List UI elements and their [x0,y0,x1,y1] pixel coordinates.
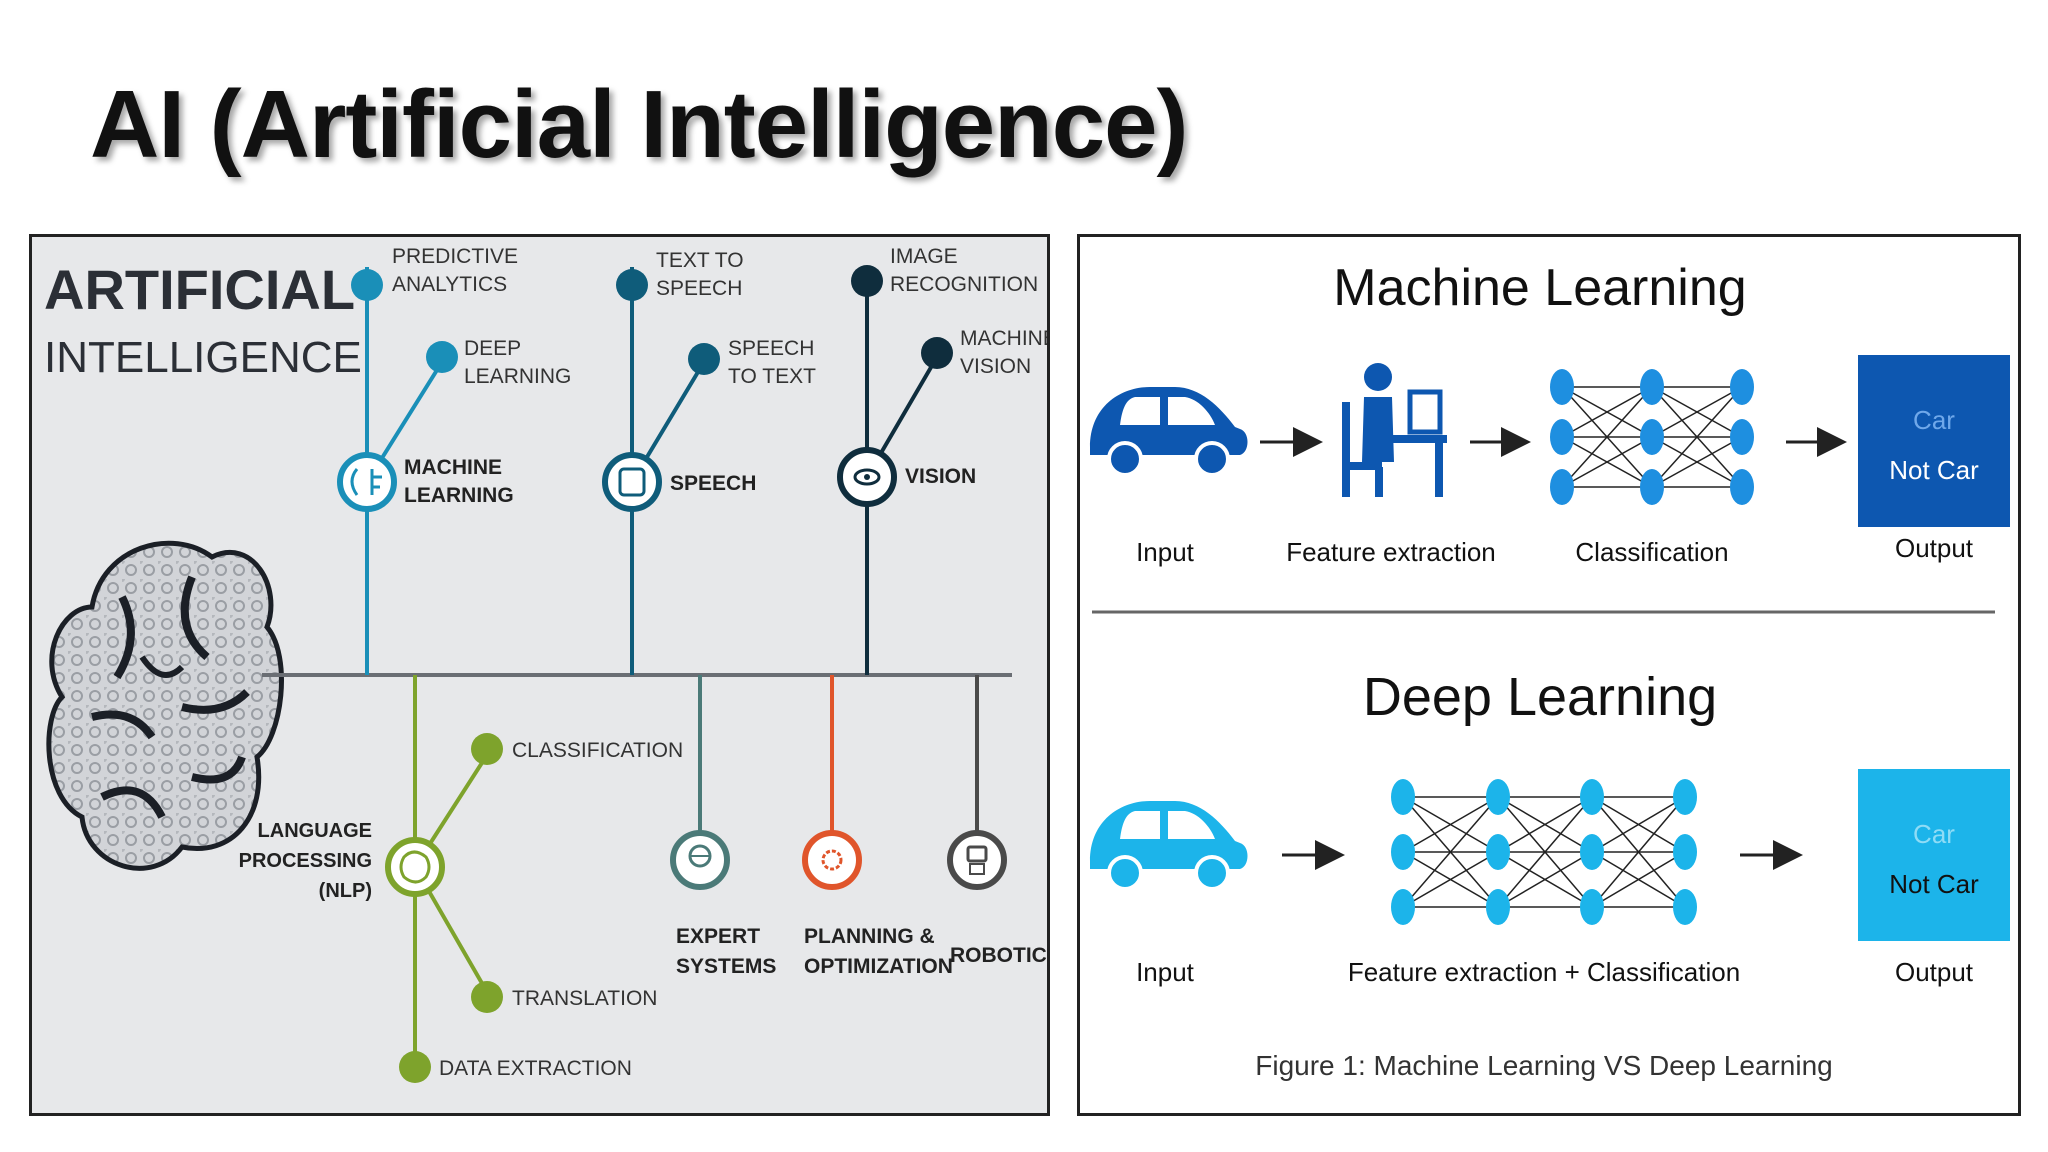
leaf-node [471,733,503,765]
dl-output-label: Output [1895,957,1974,987]
dl-output-car: Car [1913,819,1955,849]
ml-feature-label: Feature extraction [1286,537,1496,567]
speech-icon [602,452,662,512]
ml-output-car: Car [1913,405,1955,435]
branch-label: EXPERT [676,925,760,948]
leaf-node [426,341,458,373]
branch-label: ROBOTICS [950,944,1047,967]
branch-label: (NLP) [319,880,372,902]
ml-output-box [1858,355,2010,527]
leaf-label: TO TEXT [728,365,816,388]
branch-planning: PLANNING & OPTIMIZATION [802,675,953,978]
leaf-label: TRANSLATION [512,987,657,1010]
branch-label: VISION [905,465,976,488]
ai-heading-line2: INTELLIGENCE [44,333,362,382]
dl-output-not-car: Not Car [1889,869,1979,899]
branch-robotics: ROBOTICS [947,675,1047,967]
brain-icon [46,540,284,871]
leaf-label: SPEECH [656,277,742,300]
ml-input-label: Input [1136,537,1195,567]
car-icon [1090,801,1248,891]
dl-input-label: Input [1136,957,1195,987]
branch-machine-learning: PREDICTIVE ANALYTICS DEEP LEARNING MACHI… [337,245,571,675]
leaf-node [616,269,648,301]
dl-neural-network-icon [1391,779,1697,925]
branch-label: LANGUAGE [258,820,372,842]
leaf-label: IMAGE [890,245,958,268]
branch-label: OPTIMIZATION [804,955,953,978]
branch-label: MACHINE [404,456,502,479]
ai-heading-line1: ARTIFICIAL [44,258,355,321]
ai-mindmap-panel: ARTIFICIAL INTELLIGENCE PREDICTIVE ANALY… [29,234,1050,1116]
ml-output-not-car: Not Car [1889,455,1979,485]
car-icon [1090,387,1248,477]
leaf-node [351,269,383,301]
leaf-node [921,337,953,369]
branch-label: PROCESSING [239,850,372,872]
leaf-node [851,265,883,297]
leaf-label: DATA EXTRACTION [439,1057,632,1080]
branch-expert-systems: EXPERT SYSTEMS [670,675,776,978]
branch-speech: TEXT TO SPEECH SPEECH TO TEXT SPEECH [602,249,816,675]
leaf-node [688,343,720,375]
ai-mindmap-diagram: ARTIFICIAL INTELLIGENCE PREDICTIVE ANALY… [44,245,1047,1083]
ml-vs-dl-diagram: Machine Learning Input Feature extractio… [1090,259,2010,1081]
leaf-label: SPEECH [728,337,814,360]
leaf-label: RECOGNITION [890,273,1038,296]
planning-gear-icon [802,830,862,890]
leaf-label: VISION [960,355,1031,378]
ml-output-label: Output [1895,533,1974,563]
ml-neural-network-icon [1550,369,1754,505]
dl-title: Deep Learning [1363,667,1717,727]
branch-label: SYSTEMS [676,955,776,978]
branch-vision: IMAGE RECOGNITION MACHINE VISION VISION [837,245,1047,675]
nlp-brain-icon [385,837,445,897]
leaf-label: ANALYTICS [392,273,507,296]
branch-nlp: CLASSIFICATION TRANSLATION DATA EXTRACTI… [239,675,683,1083]
person-at-computer-icon [1342,363,1447,497]
slide-title: AI (Artificial Intelligence) [90,71,1189,178]
branch-label: LEARNING [404,484,514,507]
leaf-node [399,1051,431,1083]
machine-learning-icon [337,452,397,512]
leaf-label: TEXT TO [656,249,744,272]
dl-output-box [1858,769,2010,941]
leaf-node [471,981,503,1013]
leaf-label: PREDICTIVE [392,245,518,268]
ml-title: Machine Learning [1333,259,1746,317]
ml-classification-label: Classification [1575,537,1728,567]
leaf-label: MACHINE [960,327,1047,350]
leaf-label: CLASSIFICATION [512,739,683,762]
dl-feature-classification-label: Feature extraction + Classification [1348,957,1740,987]
ml-vs-dl-panel: Machine Learning Input Feature extractio… [1077,234,2021,1116]
branch-label: PLANNING & [804,925,935,948]
leaf-label: DEEP [464,337,521,360]
branch-label: SPEECH [670,472,756,495]
figure-caption: Figure 1: Machine Learning VS Deep Learn… [1255,1050,1832,1081]
expert-systems-globe-icon [670,830,730,890]
leaf-label: LEARNING [464,365,571,388]
